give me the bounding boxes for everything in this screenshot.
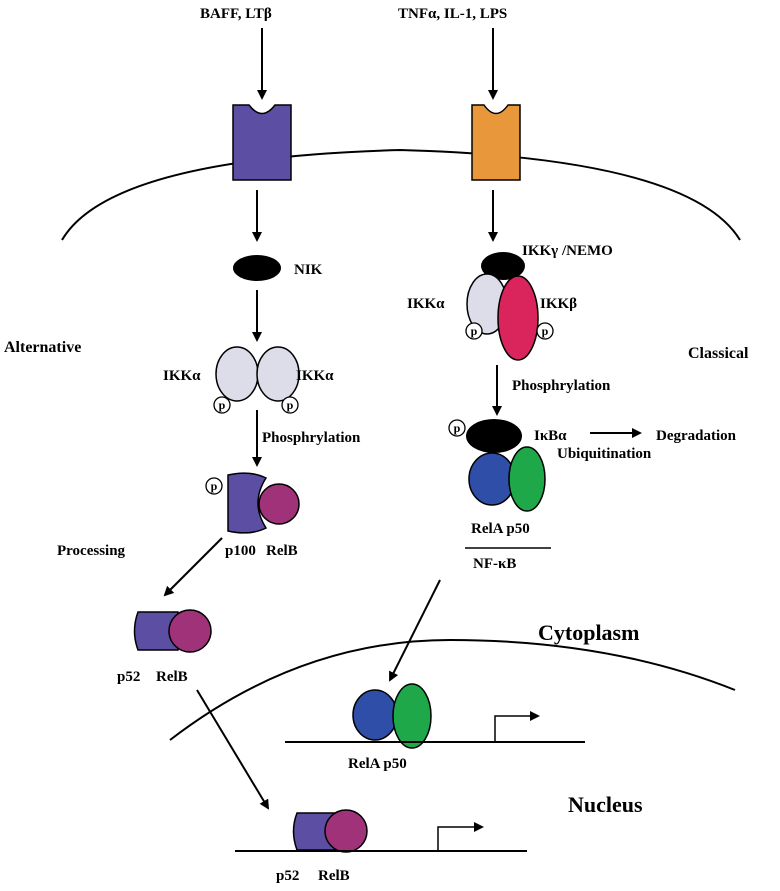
relb-nuclear-protein: [324, 809, 368, 853]
receptor-alternative: [232, 104, 292, 181]
receptor-classical: [471, 104, 521, 181]
transcription-arrow-icon: [437, 822, 484, 851]
p100-protein: [227, 472, 268, 534]
p100-label: p100: [225, 543, 256, 559]
ubiquitination-label: Ubiquitination: [557, 446, 652, 462]
phospho-icon: [205, 477, 223, 495]
nemo-label: IKKγ /NEMO: [522, 243, 613, 259]
relb-nuc-label: RelB: [318, 868, 350, 884]
phospho-label: p: [211, 479, 218, 493]
degradation-label: Degradation: [656, 428, 737, 444]
phospho-icon: [213, 396, 231, 414]
p50-protein: [508, 446, 546, 512]
classic-phosphorylation-label: Phosphrylation: [512, 378, 611, 394]
ikka-right-protein: [256, 346, 300, 402]
processing-label: Processing: [57, 543, 126, 559]
phospho-label: p: [471, 324, 478, 338]
phospho-icon: [536, 322, 554, 340]
alternative-pathway-label: Alternative: [4, 339, 81, 356]
phospho-label: p: [454, 421, 461, 435]
nik-label: NIK: [294, 262, 323, 278]
relb-protein: [258, 483, 300, 525]
classical-pathway-label: Classical: [688, 345, 749, 362]
ikka-classical-label: IKKα: [407, 296, 445, 312]
ikka-right-label: IKKα: [296, 368, 334, 384]
relb-label: RelB: [266, 543, 298, 559]
nucleus-label: Nucleus: [568, 792, 643, 817]
p52-cyto-label: p52: [117, 669, 140, 685]
ligand-classical-label: TNFα, IL-1, LPS: [398, 6, 507, 22]
phospho-label: p: [542, 324, 549, 338]
nemo-protein: [481, 252, 525, 280]
ikkb-protein: [497, 275, 539, 361]
phospho-icon: [281, 396, 299, 414]
nfkb-translocation-arrow: [389, 579, 441, 682]
alt-phosphorylation-label: Phosphrylation: [262, 430, 361, 446]
phospho-icon: [465, 322, 483, 340]
phospho-icon: [448, 419, 466, 437]
processing-arrow: [163, 537, 223, 597]
nuclear-membrane: [169, 638, 736, 741]
ikba-protein: [466, 419, 522, 453]
ikka-left-label: IKKα: [163, 368, 201, 384]
nfkb-label: NF-κB: [473, 556, 516, 572]
transcription-arrow-icon: [494, 711, 540, 742]
nik-protein: [233, 255, 281, 281]
relb-cyto-label: RelB: [156, 669, 188, 685]
relb-protein: [168, 609, 212, 653]
p52-protein: [133, 611, 179, 651]
ligand-alternative-label: BAFF, LTβ: [200, 6, 272, 22]
rela-nuclear-protein: [352, 689, 398, 741]
ikkb-label: IKKβ: [540, 296, 577, 312]
p52-nuc-label: p52: [276, 868, 299, 884]
ikka-left-protein: [215, 346, 259, 402]
p52-translocation-arrow: [196, 689, 270, 810]
cell-membrane: [61, 148, 741, 241]
ikba-label: IκBα: [534, 428, 567, 444]
rela-protein: [468, 452, 516, 506]
p50-nuclear-protein: [392, 683, 432, 749]
phospho-label: p: [287, 398, 294, 412]
phospho-label: p: [219, 398, 226, 412]
rela-p50-label: RelA p50: [471, 521, 530, 537]
cytoplasm-label: Cytoplasm: [538, 620, 639, 645]
nuc-rela-p50-label: RelA p50: [348, 756, 407, 772]
